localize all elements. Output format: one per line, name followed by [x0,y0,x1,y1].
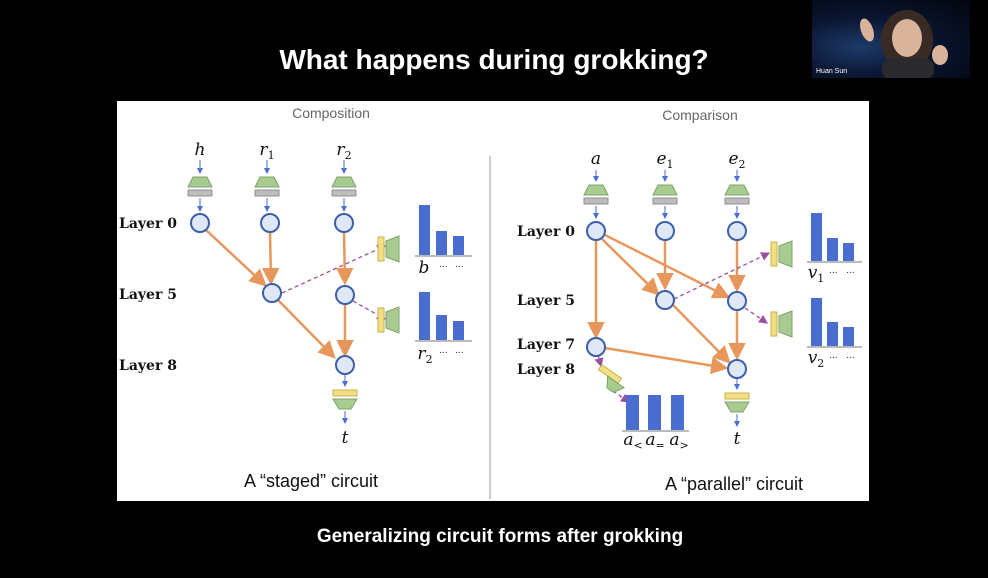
right-edges [587,233,746,375]
left-edges [205,229,354,359]
input-r1-label: r1 [259,140,274,162]
input-h-label: h [195,140,206,160]
input-r2-label: r2 [336,140,351,162]
left-readout-b-ellipsis-2: ... [455,260,464,270]
left-readout-b [377,205,472,263]
right-readout-v1 [770,213,862,268]
right-layer-8-label: Layer 8 [517,362,575,378]
left-readout-r2-ellipsis-1: ... [439,346,448,356]
composition-subtitle: Composition [292,105,370,121]
right-nodes [586,221,747,379]
parallel-circuit-title: A “parallel” circuit [665,474,803,494]
left-dashed-readouts [281,245,387,320]
presenter-name: Huan Sun [816,68,848,75]
comparison-subtitle: Comparison [662,107,737,123]
input-e2-label: e2 [728,149,745,171]
left-output-stack [332,375,358,424]
right-readout-v2-ellipsis-2: ... [846,351,855,361]
left-readout-b-ellipsis-1: ... [439,260,448,270]
input-a-label: a [591,149,601,169]
presenter-video [860,10,948,78]
slide-title: What happens during grokking? [279,44,709,75]
compare-label-less: a< [623,430,642,452]
right-input-stacks [583,170,750,219]
left-layer-8-label: Layer 8 [119,358,177,374]
right-readout-v1-label: v1 [808,263,825,285]
left-nodes [190,213,355,375]
right-output-t: t [734,429,741,449]
webcam-thumbnail: Huan Sun [812,0,970,78]
left-readout-r2-ellipsis-2: ... [455,346,464,356]
right-layer-5-label: Layer 5 [517,293,575,309]
right-output-stack [724,379,750,427]
left-layer-5-label: Layer 5 [119,287,177,303]
diagram-panel: Composition h r1 r2 Layer 0 Layer 5 Laye… [117,101,869,501]
right-readout-v2-label: v2 [808,348,825,370]
input-e1-label: e1 [656,149,673,171]
right-compare-head [597,363,689,432]
circuit-diagram: Composition h r1 r2 Layer 0 Layer 5 Laye… [119,105,862,499]
staged-circuit-title: A “staged” circuit [244,471,378,491]
right-readout-v2 [770,298,862,348]
left-layer-0-label: Layer 0 [119,216,177,232]
right-layer-0-label: Layer 0 [517,224,575,240]
compare-label-greater: a> [669,430,688,452]
left-readout-b-label: b [419,258,430,278]
left-output-t: t [342,428,349,448]
slide-caption: Generalizing circuit forms after grokkin… [316,526,684,547]
compare-label-equal: a= [645,430,664,452]
right-readout-v1-ellipsis-2: ... [846,266,855,276]
right-readout-v2-ellipsis-1: ... [829,351,838,361]
right-layer-7-label: Layer 7 [517,337,575,353]
left-readout-r2 [377,292,472,342]
left-readout-r2-label: r2 [417,344,432,366]
right-readout-v1-ellipsis-1: ... [829,266,838,276]
left-input-stacks [187,160,357,212]
